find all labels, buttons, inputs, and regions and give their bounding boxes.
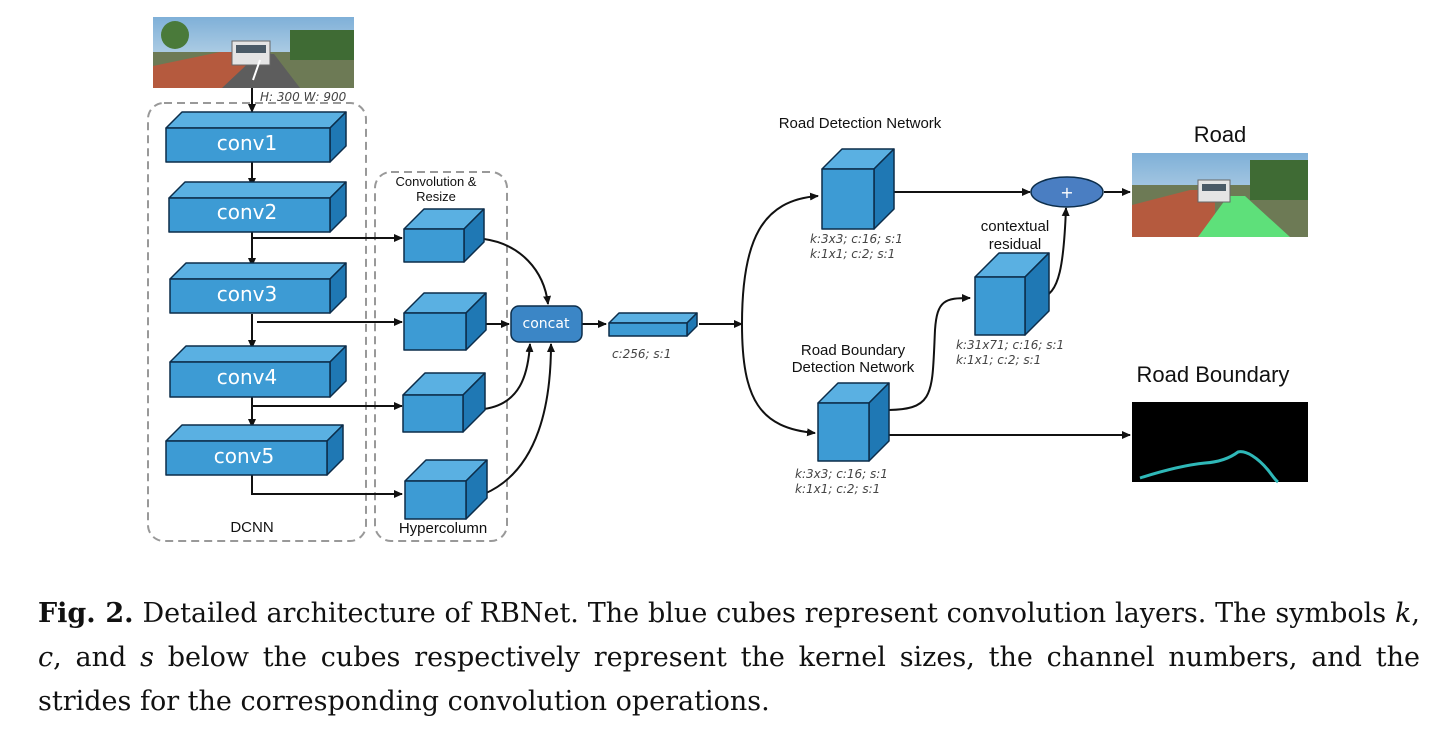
arrow-hc3-to-concat — [483, 343, 534, 410]
caption-symbol-k: k — [1395, 598, 1412, 629]
arrow-hc1-to-concat — [483, 238, 552, 305]
conv2-cube-front — [168, 197, 331, 233]
conv1-label: conv1 — [217, 131, 277, 155]
dcnn-group — [147, 102, 367, 542]
conv3-cube — [169, 262, 347, 314]
road-detection-cube-front — [821, 168, 875, 230]
sum-node — [1030, 176, 1104, 208]
conv1-cube — [165, 111, 347, 163]
connections — [248, 88, 1131, 498]
output-boundary-label: Road Boundary — [1137, 362, 1290, 387]
dcnn-title: DCNN — [230, 519, 273, 536]
concat-label: concat — [523, 316, 570, 332]
architecture-diagram: H: 300 W: 900 DCNN Convolution & Resize … — [147, 17, 1308, 542]
conv1-cube-front — [165, 127, 331, 163]
concat-node — [510, 305, 583, 343]
input-size-label: H: 300 W: 900 — [260, 90, 347, 104]
road-detection-params-2: k:1x1; c:2; s:1 — [810, 247, 895, 261]
sum-symbol: + — [1060, 183, 1073, 202]
boundary-output-image — [1132, 402, 1308, 484]
road-detection-params-1: k:3x3; c:16; s:1 — [810, 232, 903, 246]
hypercolumn-cube-4 — [404, 459, 488, 520]
road-detection-cube — [821, 148, 895, 230]
caption-text-1: Detailed architecture of RBNet. The blue… — [133, 598, 1396, 629]
caption-text-4: below the cubes respectively represent t… — [38, 642, 1420, 717]
output-road-label: Road — [1194, 122, 1247, 147]
hypercolumn-cube-1-front — [403, 228, 465, 263]
hypercolumn-cube-2 — [403, 292, 487, 351]
concat-feature-cube — [608, 312, 698, 337]
contextual-residual-title-2: residual — [989, 236, 1042, 253]
conv2-cube — [168, 181, 347, 233]
hypercolumn-cube-2-front — [403, 312, 467, 351]
contextual-residual-title-1: contextual — [981, 218, 1049, 235]
caption-text-3: , and — [53, 642, 141, 673]
contextual-residual-params-1: k:31x71; c:16; s:1 — [956, 338, 1064, 352]
caption-symbol-s: s — [140, 642, 154, 673]
contextual-residual-cube — [974, 252, 1050, 336]
arrow-hc4-to-concat — [483, 343, 555, 495]
figure-caption: Fig. 2. Detailed architecture of RBNet. … — [38, 592, 1420, 724]
conv1-cube-top — [165, 111, 347, 129]
arrow-to-road-detection — [741, 192, 819, 325]
arrow-boundary-to-residual — [884, 294, 971, 411]
contextual-residual-params-2: k:1x1; c:2; s:1 — [956, 353, 1041, 367]
boundary-detection-cube — [817, 382, 890, 462]
boundary-detection-title-1: Road Boundary — [801, 342, 906, 359]
conv5-cube — [165, 424, 344, 476]
conv4-cube — [169, 345, 347, 398]
conv3-cube-front — [169, 278, 331, 314]
arrow-to-boundary-detection — [741, 323, 816, 437]
conv2-cube-top — [168, 181, 347, 199]
boundary-detection-params-1: k:3x3; c:16; s:1 — [795, 467, 888, 481]
caption-symbol-c: c — [38, 642, 54, 673]
input-image — [153, 17, 354, 88]
hypercolumn-title: Hypercolumn — [399, 520, 487, 537]
road-output-image — [1132, 153, 1308, 237]
conv4-label: conv4 — [217, 365, 277, 389]
boundary-detection-params-2: k:1x1; c:2; s:1 — [795, 482, 880, 496]
hypercolumn-cube-1 — [403, 208, 485, 263]
boundary-detection-title-2: Detection Network — [792, 359, 915, 376]
hypercolumn-header-line1: Convolution & — [396, 174, 477, 189]
conv3-label: conv3 — [217, 282, 277, 306]
conv4-cube-top — [169, 345, 347, 363]
concat-feature-cube-front — [608, 322, 688, 337]
contextual-residual-cube-front — [974, 276, 1026, 336]
road-detection-title: Road Detection Network — [779, 115, 942, 132]
conv2-label: conv2 — [217, 200, 277, 224]
conv5-label: conv5 — [214, 444, 274, 468]
concat-params: c:256; s:1 — [612, 347, 671, 361]
concat-feature-cube-top — [608, 312, 698, 324]
hypercolumn-cube-3-front — [402, 394, 464, 433]
conv4-cube-front — [169, 361, 331, 398]
caption-label: Fig. 2. — [38, 598, 134, 629]
conv5-cube-top — [165, 424, 344, 442]
hypercolumn-group — [374, 171, 508, 542]
caption-text-2: , — [1411, 598, 1420, 629]
boundary-detection-cube-front — [817, 402, 870, 462]
conv5-cube-front — [165, 440, 328, 476]
conv3-cube-top — [169, 262, 347, 280]
conv-layer-cubes — [165, 111, 1050, 520]
hypercolumn-cube-4-front — [404, 480, 467, 520]
hypercolumn-header-line2: Resize — [416, 189, 456, 204]
arrow-conv5-to-hc4 — [251, 475, 403, 498]
hypercolumn-cube-3 — [402, 372, 486, 433]
